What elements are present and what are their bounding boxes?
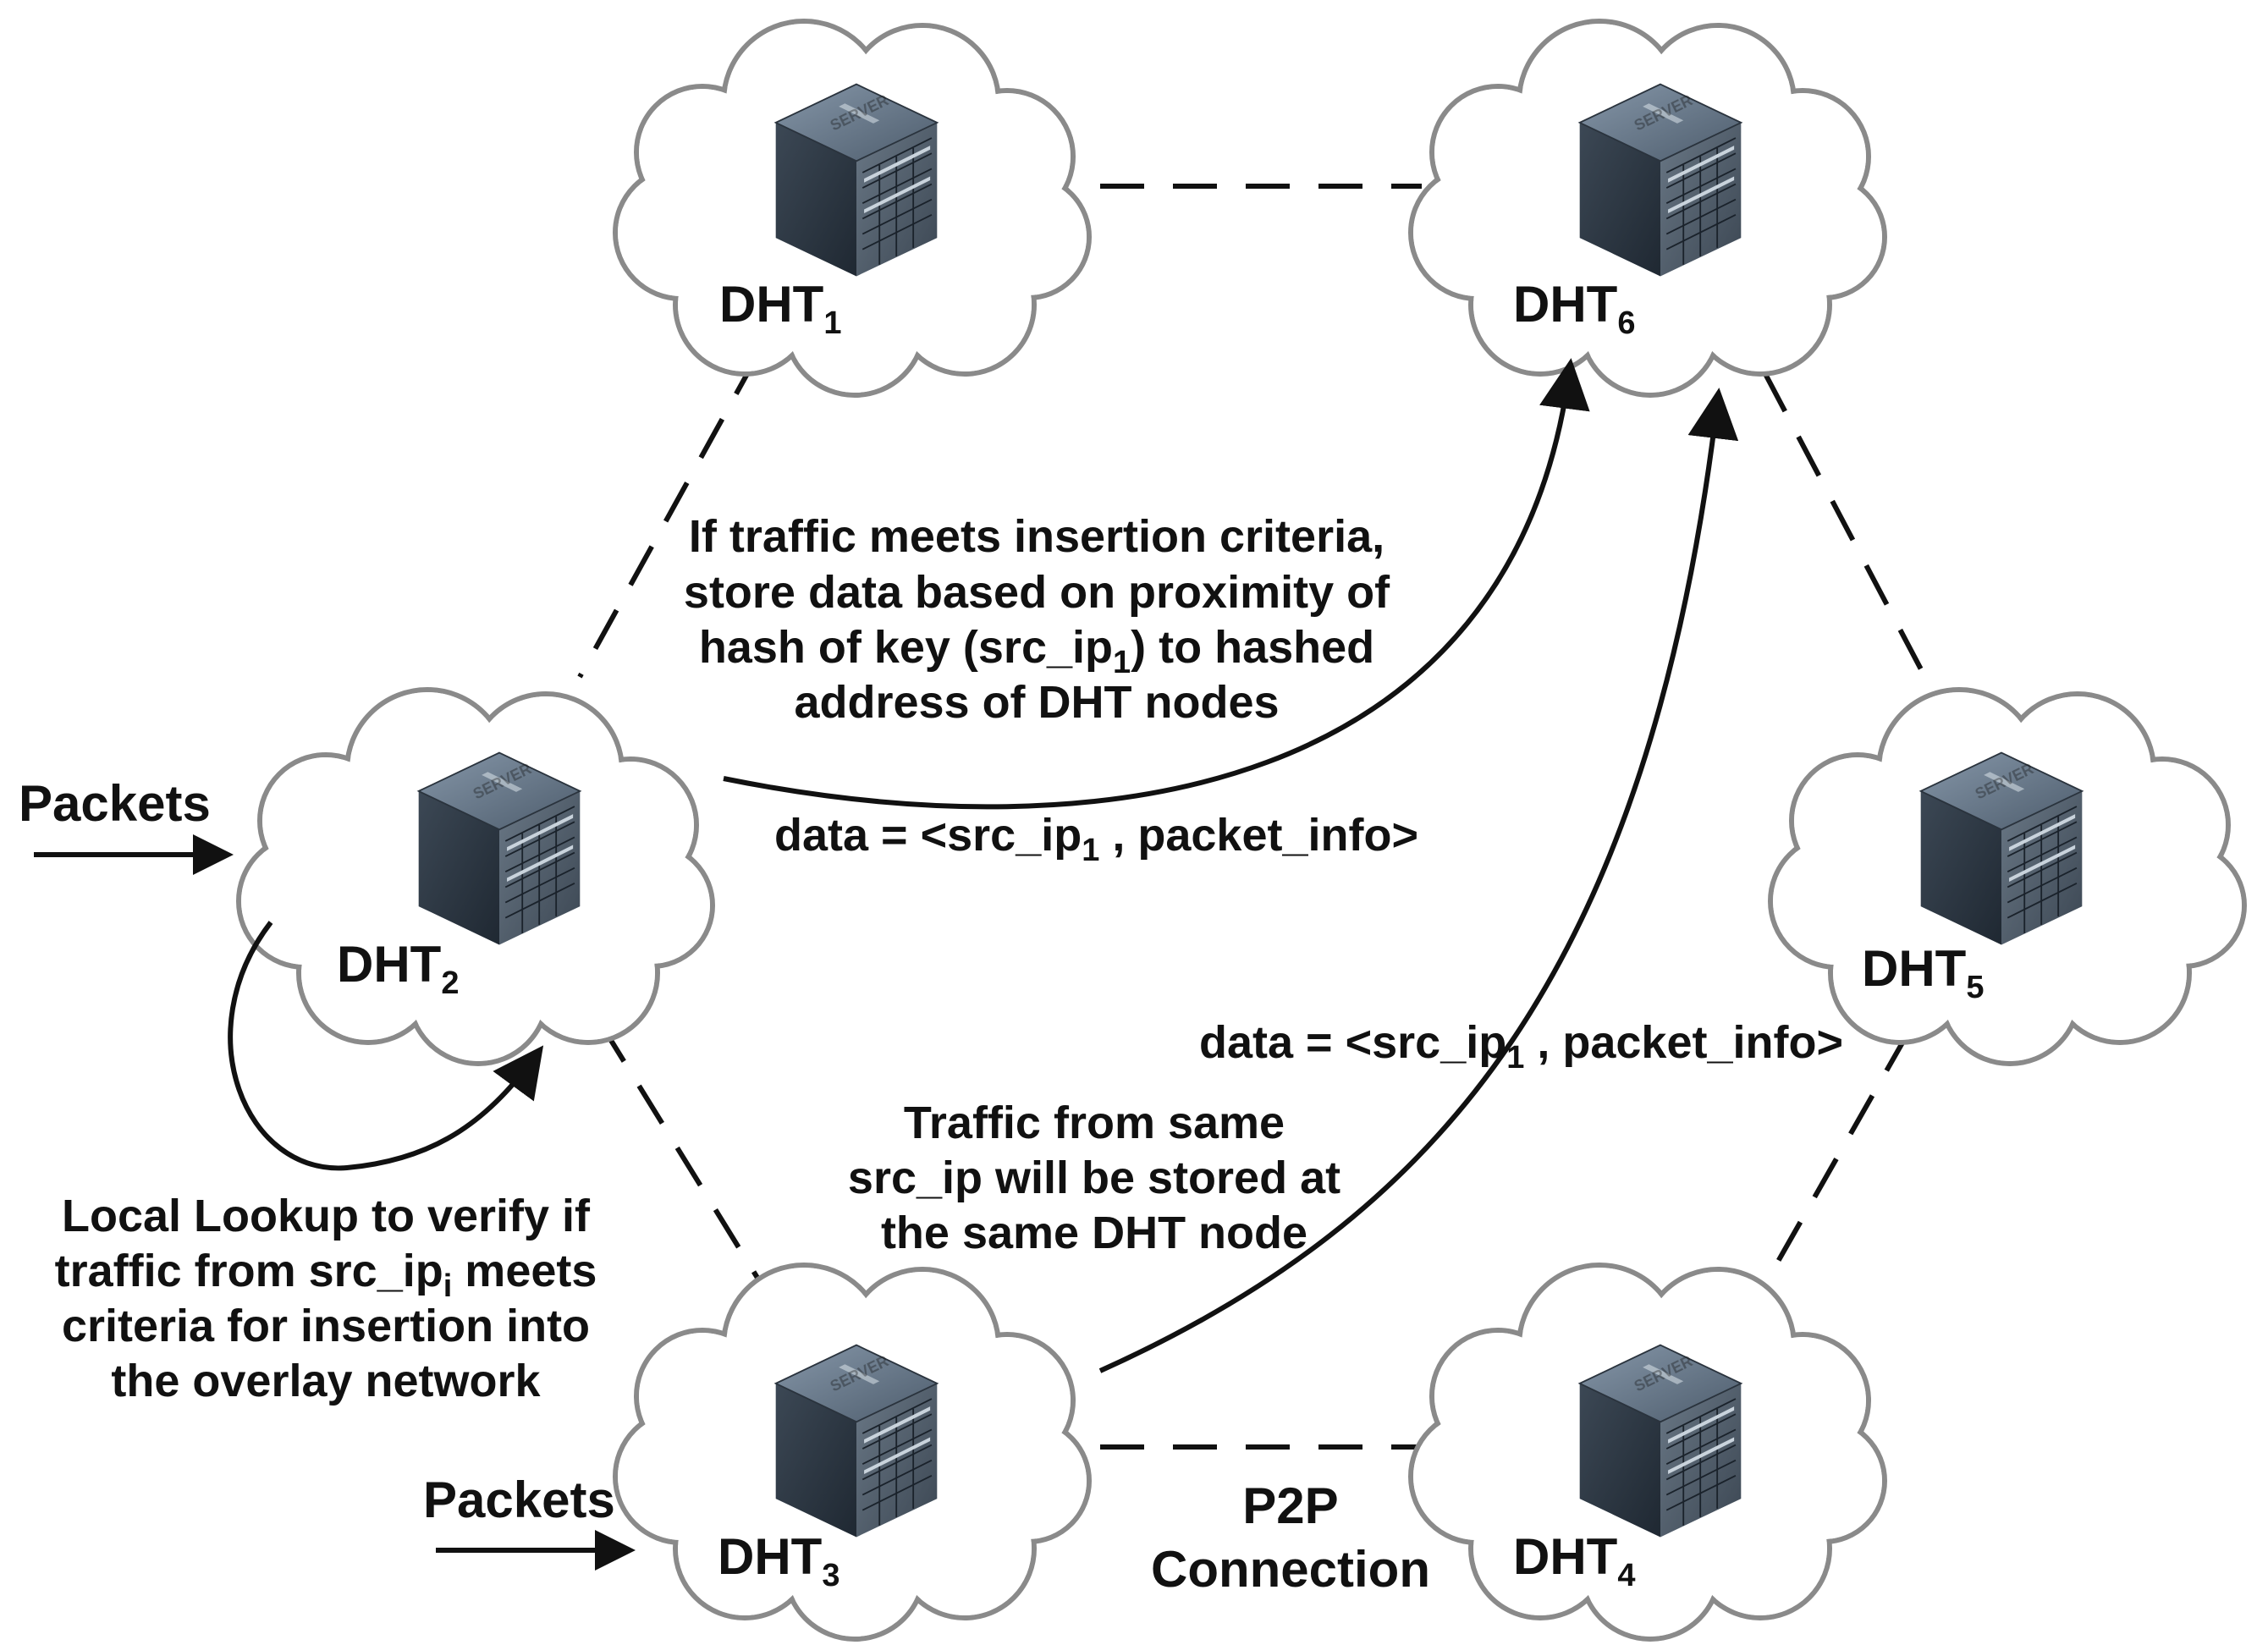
node-label-dht1: DHT1 xyxy=(719,276,841,341)
node-label-dht6: DHT6 xyxy=(1513,276,1635,341)
same-node-note: Traffic from same src_ip will be stored … xyxy=(848,1098,1340,1258)
p2p-link-2-3 xyxy=(598,1022,760,1279)
node-label-dht4: DHT4 xyxy=(1513,1528,1635,1593)
p2p-connection-label: P2P Connection xyxy=(1151,1477,1430,1598)
node-label-dht5: DHT5 xyxy=(1862,940,1984,1005)
svg-text:P2P: P2P xyxy=(1242,1477,1338,1534)
p2p-link-6-5 xyxy=(1762,371,1932,687)
svg-text:src_ip will be stored at: src_ip will be stored at xyxy=(848,1153,1340,1203)
insertion-note: If traffic meets insertion criteria, sto… xyxy=(684,511,1390,728)
local-lookup-arrow xyxy=(228,921,544,1171)
node-label-dht3: DHT3 xyxy=(718,1528,839,1593)
svg-text:Connection: Connection xyxy=(1151,1541,1430,1598)
svg-text:store data based on proximity: store data based on proximity of xyxy=(684,567,1390,618)
svg-text:the overlay network: the overlay network xyxy=(111,1356,541,1406)
packets-label: Packets xyxy=(19,775,211,832)
insertion-arrow xyxy=(723,358,1590,810)
p2p-link-5-4 xyxy=(1766,1031,1911,1279)
packets-label: Packets xyxy=(423,1472,615,1528)
svg-text:If traffic meets insertion cri: If traffic meets insertion criteria, xyxy=(689,511,1384,562)
same-node-arrow xyxy=(1098,388,1739,1373)
data-label-upper: data = <src_ip1 , packet_info> xyxy=(774,810,1418,868)
data-label-lower: data = <src_ip1 , packet_info> xyxy=(1199,1017,1843,1076)
svg-text:criteria for insertion into: criteria for insertion into xyxy=(62,1301,590,1351)
node-label-dht2: DHT2 xyxy=(337,936,459,1001)
p2p-ring xyxy=(577,184,1932,1450)
svg-text:the same DHT node: the same DHT node xyxy=(881,1208,1307,1258)
svg-text:hash of key (src_ip1) to hashe: hash of key (src_ip1) to hashed xyxy=(699,622,1374,680)
p2p-link-1-2 xyxy=(577,354,760,679)
local-lookup-note: Local Lookup to verify if traffic from s… xyxy=(55,1191,597,1406)
svg-text:address of DHT nodes: address of DHT nodes xyxy=(794,677,1279,728)
svg-text:traffic from src_ipi meets: traffic from src_ipi meets xyxy=(55,1246,597,1304)
svg-text:Traffic from same: Traffic from same xyxy=(904,1098,1285,1148)
svg-text:Local Lookup to verify if: Local Lookup to verify if xyxy=(62,1191,591,1241)
